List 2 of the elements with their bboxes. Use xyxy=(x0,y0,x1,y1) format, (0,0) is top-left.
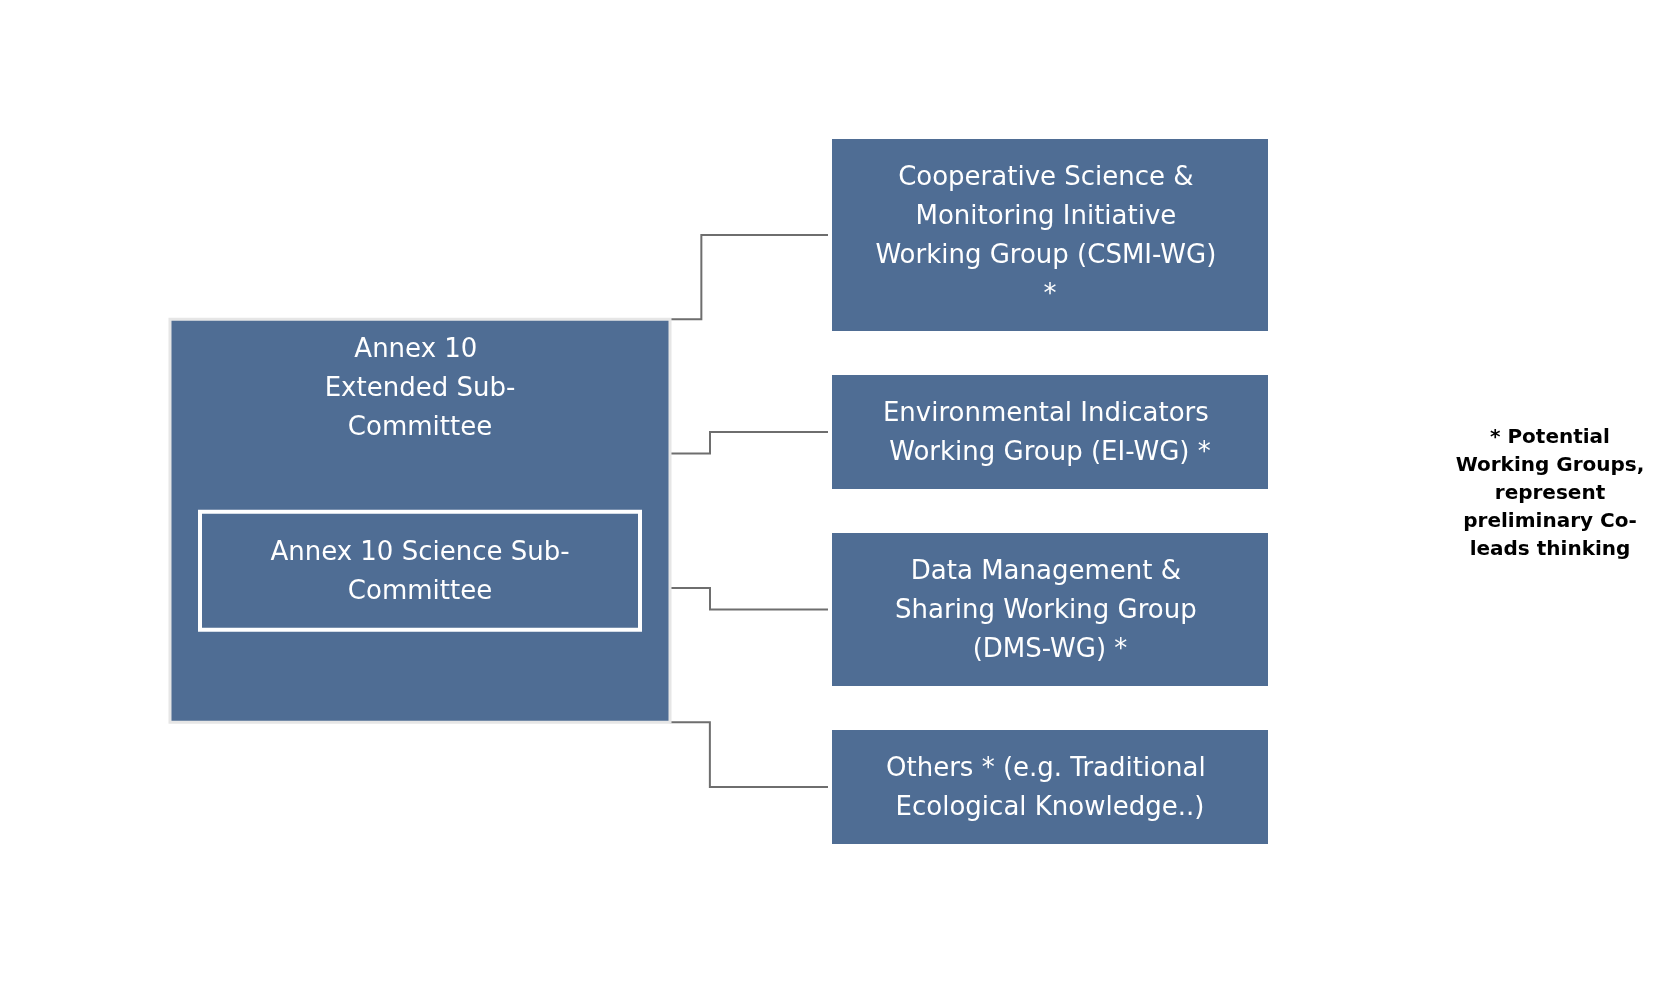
footnote: * Potential Working Groups, represent preliminary Co-leads thinking xyxy=(1454,422,1646,562)
node-box: Annex 10 Science Sub-Committee xyxy=(198,509,642,632)
